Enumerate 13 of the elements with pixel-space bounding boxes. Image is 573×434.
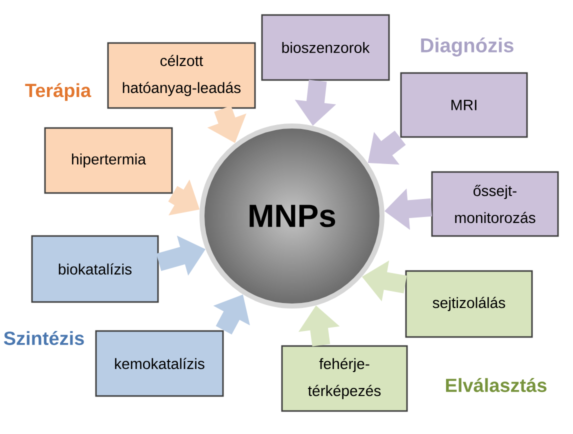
group-label: Terápia: [25, 83, 92, 101]
group-label: Diagnózis: [421, 38, 514, 56]
topic-box: kemokatalízis: [95, 330, 224, 397]
topic-box: célzott hatóanyag-leadás: [107, 42, 256, 109]
topic-box: MRI: [400, 72, 528, 138]
topic-box: biokatalízis: [31, 235, 159, 303]
group-label: Elválasztás: [446, 378, 546, 392]
group-label: Szintézis: [4, 330, 84, 346]
topic-box: őssejt-monitorozás: [431, 171, 559, 237]
topic-box: sejtizolálás: [405, 270, 533, 338]
topic-box: fehérje-térképezés: [281, 345, 408, 412]
topic-box: bioszenzorok: [261, 14, 390, 81]
topic-box: hipertermia: [44, 127, 173, 194]
